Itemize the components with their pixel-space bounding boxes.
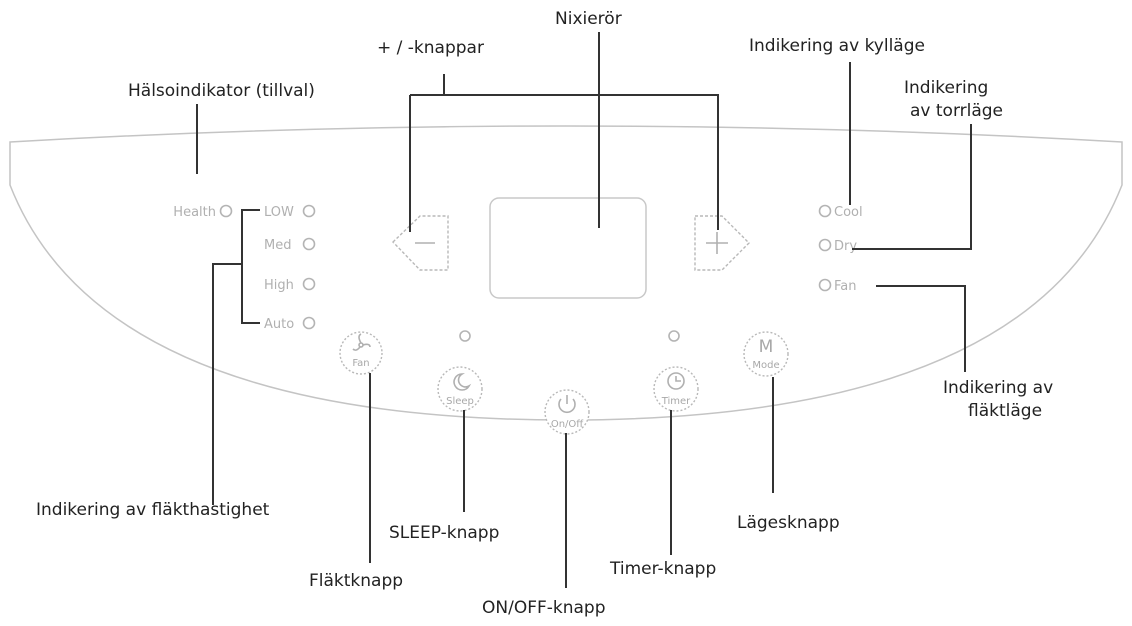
speed-label-med: Med (264, 238, 291, 253)
callout-sleep: SLEEP-knapp (389, 523, 499, 543)
callout-fan-ind-1: Indikering av (943, 378, 1053, 398)
callout-fan-speed: Indikering av fläkthastighet (36, 500, 270, 520)
callout-dry-2: av torrläge (910, 101, 1003, 121)
leader-dry (852, 124, 972, 250)
fan-button-label: Fan (352, 358, 369, 369)
plus-icon (706, 232, 728, 254)
callout-timer: Timer-knapp (609, 559, 716, 579)
sleep-button[interactable]: Sleep (437, 366, 483, 412)
timer-button-label: Timer (661, 396, 691, 407)
panel-outline (9, 125, 1123, 421)
mode-button-label: Mode (752, 360, 779, 371)
mode-label-cool: Cool (834, 205, 863, 220)
health-label: Health (173, 205, 216, 220)
leader-plus-minus-top (410, 94, 719, 230)
sleep-led (459, 330, 471, 342)
speed-led-low (302, 204, 316, 218)
callout-dry-1: Indikering (904, 78, 988, 98)
onoff-button[interactable]: On/Off (544, 389, 590, 435)
callout-fan-ind-2: fläktläge (968, 401, 1042, 421)
mode-label-fan: Fan (834, 279, 857, 294)
timer-led (668, 330, 680, 342)
health-led (219, 204, 233, 218)
power-icon (558, 395, 576, 414)
fan-button[interactable]: Fan (339, 331, 383, 375)
callout-fan-btn: Fläktknapp (309, 571, 403, 591)
mode-button[interactable]: M Mode (743, 331, 789, 377)
speed-label-low: LOW (264, 205, 294, 220)
callout-cool: Indikering av kylläge (749, 36, 925, 56)
onoff-button-label: On/Off (551, 419, 584, 430)
callout-health: Hälsoindikator (tillval) (128, 81, 315, 101)
mode-label-dry: Dry (834, 239, 857, 254)
fan-icon (352, 333, 371, 351)
callout-nixie: Nixierör (555, 9, 622, 29)
leader-speed-bracket (241, 209, 260, 324)
mode-led-cool (818, 204, 832, 218)
speed-label-auto: Auto (264, 317, 294, 332)
clock-icon (667, 372, 685, 390)
plus-button[interactable] (694, 215, 750, 271)
callout-mode: Lägesknapp (737, 513, 840, 533)
timer-button[interactable]: Timer (653, 366, 699, 412)
sleep-moon-icon (453, 373, 472, 391)
mode-led-fan (818, 278, 832, 292)
speed-led-high (302, 277, 316, 291)
leader-lines (196, 32, 972, 588)
callout-plus-minus: + / -knappar (377, 38, 484, 58)
minus-button[interactable] (392, 215, 449, 271)
sleep-button-label: Sleep (446, 396, 474, 407)
nixie-display (489, 197, 647, 299)
callout-onoff: ON/OFF-knapp (482, 598, 606, 618)
mode-m-icon: M (759, 337, 774, 357)
speed-led-med (302, 237, 316, 251)
mode-led-dry (818, 238, 832, 252)
speed-label-high: High (264, 278, 294, 293)
leader-fan-ind (876, 285, 966, 372)
speed-led-auto (302, 316, 316, 330)
